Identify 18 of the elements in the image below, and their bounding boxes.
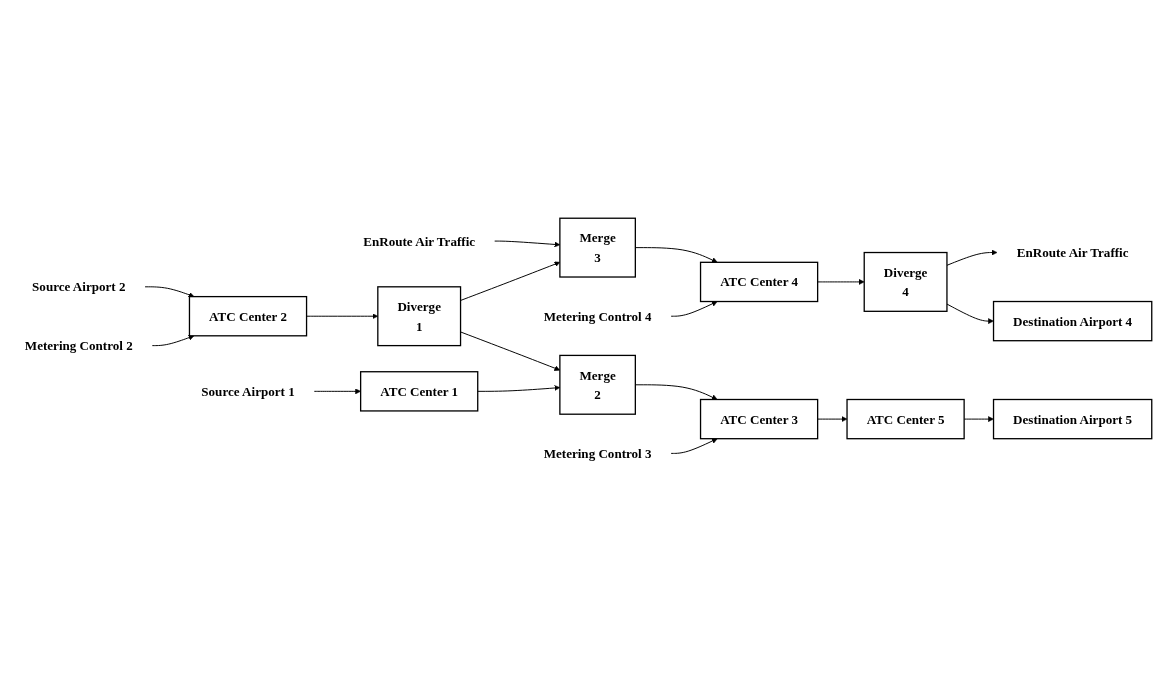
node-box: Destination Airport 5: [992, 398, 1153, 440]
node-box: ATC Center 3: [699, 398, 819, 440]
node-text: EnRoute Air Traffic: [363, 233, 476, 249]
node-box: Diverge 1: [377, 286, 462, 347]
node-text: Metering Control 2: [24, 338, 133, 353]
node-box: Diverge 4: [863, 251, 948, 312]
node-text: Metering Control 3: [543, 446, 652, 461]
node-box: ATC Center 1: [360, 370, 479, 412]
node-text: EnRoute Air Traffic: [1016, 245, 1129, 260]
node-text: Metering Control 4: [543, 308, 652, 324]
node-box: ATC Center 5: [846, 398, 965, 440]
node-text: Source Airport 1: [201, 384, 295, 399]
node-box: Merge 2: [559, 354, 636, 415]
node-box: Merge 3: [559, 217, 636, 278]
node-box: ATC Center 4: [699, 261, 819, 303]
node-text: Source Airport 2: [32, 279, 126, 294]
node-box: Destination Airport 4: [992, 300, 1153, 342]
node-box: ATC Center 2: [188, 295, 308, 337]
